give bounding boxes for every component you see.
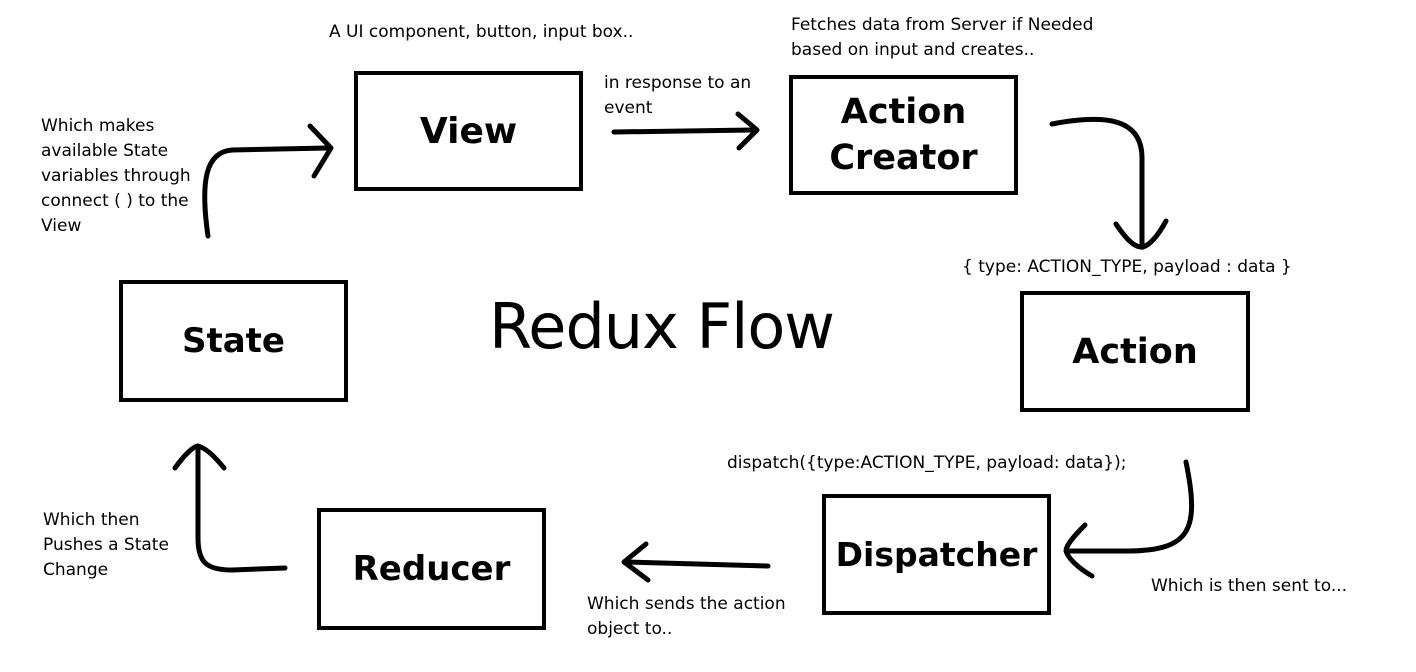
- note-event: in response to an event: [604, 73, 752, 118]
- node-state-label: State: [182, 321, 285, 361]
- arrowhead-action-to-dispatcher: [1063, 522, 1095, 579]
- node-view: View: [354, 71, 583, 191]
- node-action-creator-label-line1: Action: [840, 92, 967, 132]
- node-reducer-label: Reducer: [352, 549, 511, 589]
- arrow-action-to-dispatcher: [1065, 459, 1195, 554]
- diagram-title: Redux Flow: [489, 290, 835, 363]
- arrow-state-to-view: [202, 145, 331, 239]
- node-action-creator-label-line2: Creator: [829, 138, 978, 178]
- node-reducer: Reducer: [317, 508, 546, 630]
- note-pushes-state: Which then Pushes a State Change: [43, 510, 169, 580]
- arrow-action-creator-to-action: [1049, 116, 1145, 247]
- note-view-description: A UI component, button, input box..: [329, 22, 634, 42]
- node-dispatcher: Dispatcher: [822, 494, 1051, 615]
- arrow-dispatcher-to-reducer: [623, 559, 771, 569]
- arrowhead-view-to-action-creator: [735, 111, 760, 151]
- node-state: State: [119, 280, 348, 402]
- node-action-label: Action: [1072, 331, 1198, 372]
- node-view-label: View: [419, 110, 518, 152]
- note-action-creator-description: Fetches data from Server if Needed based…: [791, 15, 1094, 60]
- arrowhead-action-creator-to-action: [1113, 218, 1169, 250]
- arrow-reducer-to-state: [195, 447, 288, 573]
- arrow-view-to-action-creator: [611, 127, 755, 135]
- node-action-creator: Action Creator: [789, 75, 1018, 195]
- node-dispatcher-label: Dispatcher: [835, 535, 1038, 574]
- note-action-object: { type: ACTION_TYPE, payload : data }: [962, 257, 1292, 277]
- node-action: Action: [1020, 291, 1250, 412]
- note-connect: Which makes available State variables th…: [41, 116, 191, 236]
- note-sent-to: Which is then sent to...: [1151, 576, 1348, 596]
- arrowhead-state-to-view: [307, 123, 334, 179]
- arrowhead-dispatcher-to-reducer: [621, 541, 651, 583]
- note-sends-action: Which sends the action object to..: [587, 594, 786, 639]
- arrowhead-reducer-to-state: [172, 443, 227, 471]
- note-dispatch-call: dispatch({type:ACTION_TYPE, payload: dat…: [727, 453, 1127, 473]
